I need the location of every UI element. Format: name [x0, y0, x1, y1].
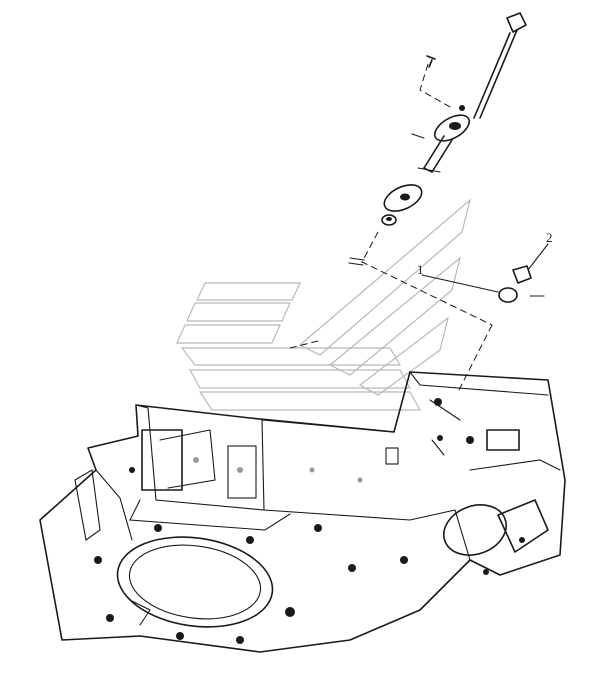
watermark-logo	[176, 198, 472, 411]
gearbox-housing	[39, 371, 566, 653]
spindle-assembly	[348, 12, 527, 266]
alignment-lines	[289, 63, 493, 393]
callout-label-1: 1	[417, 262, 424, 277]
small-parts	[498, 265, 545, 303]
callout-label-2: 2	[546, 230, 553, 245]
leader-lines	[421, 243, 549, 293]
